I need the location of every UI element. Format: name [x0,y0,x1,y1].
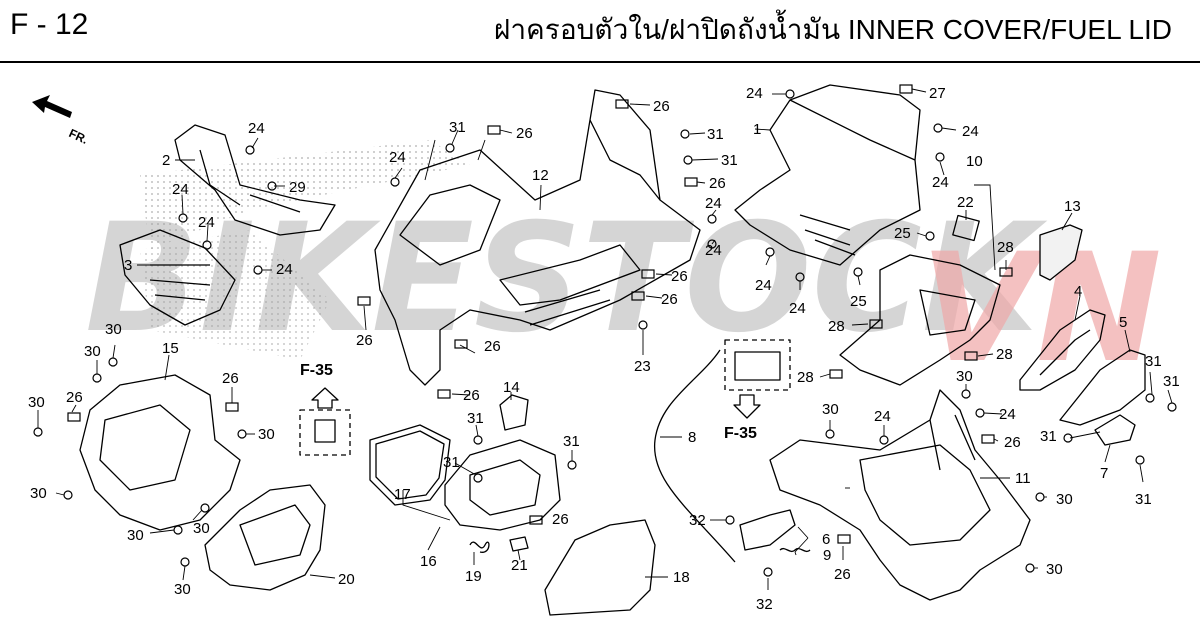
callout-24: 24 [172,181,189,198]
callout-26: 26 [222,370,239,387]
callout-20: 20 [338,571,355,588]
callout-26: 26 [463,387,480,404]
callout-30: 30 [258,426,275,443]
callout-23: 23 [634,358,651,375]
reference-f35-right: F-35 [724,425,757,442]
callout-2: 2 [162,152,170,169]
callout-31: 31 [563,433,580,450]
callout-24: 24 [874,408,891,425]
callout-24: 24 [705,195,722,212]
callout-30: 30 [105,321,122,338]
callout-7: 7 [1100,465,1108,482]
callout-31: 31 [1145,353,1162,370]
front-direction-label: FR. [67,126,90,147]
callout-31: 31 [1163,373,1180,390]
callout-30: 30 [30,485,47,502]
callout-30: 30 [956,368,973,385]
callout-3: 3 [124,257,132,274]
callout-26: 26 [834,566,851,583]
callout-24: 24 [389,149,406,166]
callout-14: 14 [503,379,520,396]
callout-4: 4 [1074,283,1082,300]
callout-10: 10 [966,153,983,170]
callout-30: 30 [28,394,45,411]
callout-25: 25 [894,225,911,242]
callout-30: 30 [127,527,144,544]
callout-32: 32 [689,512,706,529]
callout-30: 30 [1046,561,1063,578]
callout-16: 16 [420,553,437,570]
callout-24: 24 [999,406,1016,423]
callout-24: 24 [932,174,949,191]
callout-26: 26 [66,389,83,406]
callout-17: 17 [394,486,411,503]
callout-29: 29 [289,179,306,196]
callout-26: 26 [552,511,569,528]
callout-31: 31 [1135,491,1152,508]
callout-24: 24 [746,85,763,102]
callout-6: 6 [822,531,830,548]
callout-25: 25 [850,293,867,310]
callout-31: 31 [449,119,466,136]
callout-26: 26 [653,98,670,115]
callout-15: 15 [162,340,179,357]
callout-1: 1 [753,121,761,138]
callout-19: 19 [465,568,482,585]
callout-11: 11 [1015,470,1031,487]
callout-18: 18 [673,569,690,586]
callout-24: 24 [962,123,979,140]
callout-21: 21 [511,557,528,574]
callout-28: 28 [797,369,814,386]
callout-26: 26 [661,291,678,308]
callout-28: 28 [997,239,1014,256]
callout-30: 30 [84,343,101,360]
reference-f35-left: F-35 [300,362,333,379]
callout-26: 26 [1004,434,1021,451]
callout-5: 5 [1119,314,1127,331]
callout-9: 9 [823,547,831,564]
callout-22: 22 [957,194,974,211]
callout-28: 28 [828,318,845,335]
callout-24: 24 [755,277,772,294]
callout-24: 24 [789,300,806,317]
callout-26: 26 [671,268,688,285]
callout-27: 27 [929,85,946,102]
front-direction-arrow: FR. [32,95,90,147]
callout-24: 24 [705,242,722,259]
callout-32: 32 [756,596,773,613]
callout-31: 31 [467,410,484,427]
callout-12: 12 [532,167,549,184]
stipple-areas [140,140,470,360]
callout-26: 26 [356,332,373,349]
part-outlines [79,84,1146,616]
callout-30: 30 [1056,491,1073,508]
callout-28: 28 [996,346,1013,363]
callout-30: 30 [822,401,839,418]
callout-24: 24 [276,261,293,278]
page-header: F - 12 ฝาครอบตัวใน/ฝาปิดถังน้ำมัน INNER … [0,0,1200,63]
callout-30: 30 [193,520,210,537]
callout-numbers: 1 2 3 4 5 6 7 8 9 10 11 12 13 14 15 16 1… [28,85,1180,613]
diagram-title: ฝาครอบตัวใน/ฝาปิดถังน้ำมัน INNER COVER/F… [493,14,1172,45]
callout-8: 8 [688,429,696,446]
header-rule [0,61,1200,63]
callout-26: 26 [484,338,501,355]
callout-31: 31 [443,454,460,471]
callout-31: 31 [1040,428,1057,445]
leader-lines [37,88,1173,590]
callout-26: 26 [709,175,726,192]
callout-31: 31 [721,152,738,169]
callout-24: 24 [198,214,215,231]
callout-24: 24 [248,120,265,137]
callout-26: 26 [516,125,533,142]
callout-31: 31 [707,126,724,143]
callout-13: 13 [1064,198,1081,215]
diagram-code: F - 12 [10,8,89,41]
callout-30: 30 [174,581,191,598]
